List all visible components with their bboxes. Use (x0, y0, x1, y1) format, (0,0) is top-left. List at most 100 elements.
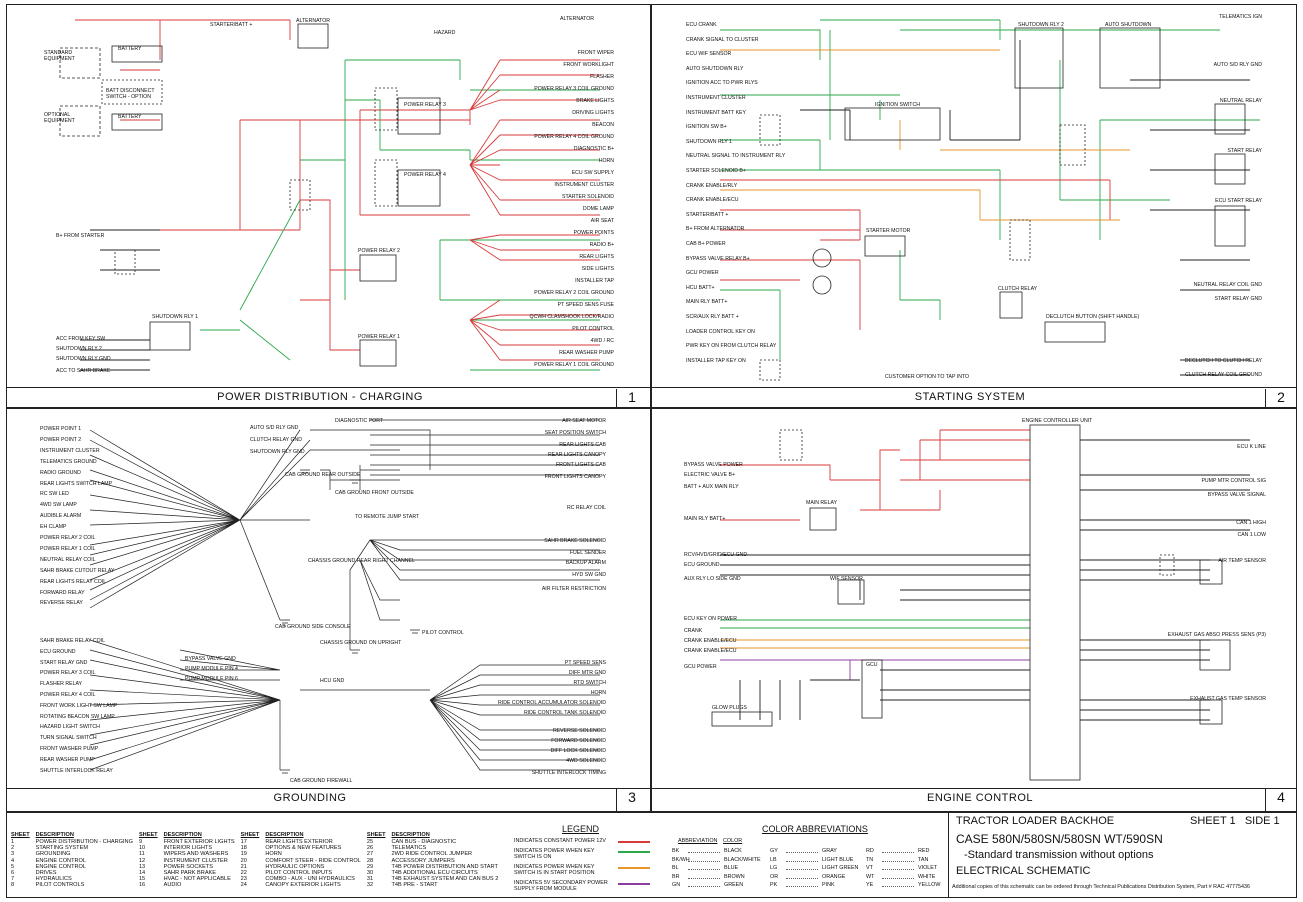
description-col-header: DESCRIPTION (391, 832, 430, 838)
q2-left-label-5: INSTRUMENT CLUSTER (686, 95, 746, 101)
sheet-number: 20 (240, 857, 247, 864)
quadrant-title-1: POWER DISTRIBUTION - CHARGING (217, 391, 423, 403)
sheet-description: INSTRUMENT CLUSTER (163, 857, 228, 864)
sheet-number: 4 (11, 857, 15, 864)
color-abbreviation: GY (770, 848, 778, 854)
sheet-description: POWER DISTRIBUTION - CHARGING (35, 839, 133, 845)
q3-right-label-5: FRONT LIGHTS CANOPY (544, 474, 606, 480)
sheet-number: 32 (366, 882, 374, 889)
sheet-number: 14 (138, 870, 146, 877)
legend-swatch-line (618, 867, 650, 869)
q1-right-label-9: HORN (598, 158, 614, 164)
sheet-description: COMFORT STEER - RIDE CONTROL (265, 857, 361, 864)
legend-text: INDICATES CONSTANT POWER 12V (514, 838, 606, 844)
quadrant-frame-4 (651, 408, 1297, 812)
quadrant-title-2: STARTING SYSTEM (914, 391, 1026, 403)
dotted-leader (688, 860, 720, 862)
sheet-number: 8 (11, 882, 15, 889)
q4-left-label-11: GCU POWER (684, 664, 717, 670)
q3-wires (89, 419, 600, 771)
q2-right-label-1: AUTO S/D RLY GND (1213, 62, 1262, 68)
sheet-number: 22 (240, 870, 247, 877)
q3-left-label-14: REAR LIGHTS RELAY COIL (40, 578, 107, 585)
q2-comp-shutdown-rly-2: SHUTDOWN RLY 2 (1018, 22, 1064, 28)
q1-components (59, 23, 441, 367)
title-line-3: -Standard transmission without options (964, 849, 1154, 861)
q3-right-label-11: AIR FILTER RESTRICTION (541, 586, 606, 592)
q3-right-label-18: REVERSE SOLENOID (552, 728, 606, 734)
q3-right-label-14: RTD SWITCH (573, 680, 606, 686)
q1-right-label-24: 4WD / RC (590, 338, 614, 344)
sheet-description: PILOT CONTROL INPUTS (265, 870, 333, 877)
q1-right-label-10: ECU SW SUPPLY (571, 170, 614, 176)
sheet-description: HYDRAULICS (35, 876, 72, 883)
color-abbreviation: TN (866, 856, 874, 863)
color-abbreviation: LB (770, 856, 777, 863)
q2-left-label-6: INSTRUMENT BATT KEY (686, 109, 746, 116)
sheet-description: T4B POWER DISTRIBUTION AND START (391, 863, 498, 870)
q3-right-label-12: PT SPEED SENS (564, 660, 606, 666)
legend-text: INDICATES POWER WHEN KEY SWITCH IS ON (514, 848, 595, 860)
q4-right-label-5: AIR TEMP SENSOR (1218, 558, 1266, 564)
color-name: TAN (918, 856, 929, 863)
sheet-description: STARTING SYSTEM (35, 845, 88, 852)
sheet-description: DRIVES (35, 870, 57, 877)
q1-right-label-0: FRONT WIPER (577, 50, 614, 56)
sheet-description: SAHR PARK BRAKE (163, 870, 217, 877)
q2-left-label-2: ECU WIF SENSOR (686, 51, 732, 58)
quadrant-number-4: 4 (1265, 789, 1296, 812)
bottom-info-frame (6, 812, 1297, 898)
q2-wires (720, 19, 1260, 376)
legend-text: INDICATES 5V SECONDARY POWER SUPPLY FROM… (514, 880, 608, 892)
q1-right-label-19: INSTALLER TAP (575, 278, 614, 284)
q3-left-label-20: POWER RELAY 3 COIL (40, 670, 96, 677)
title-bar-2 (651, 387, 1297, 409)
color-name: BLACK (724, 848, 742, 854)
q1-right-label-6: BEACON (592, 122, 614, 128)
q4-left-label-1: ELECTRIC VALVE B+ (684, 472, 735, 478)
q2-left-label-7: IGNITION SW B+ (686, 124, 727, 131)
color-name: VIOLET (918, 865, 938, 871)
q1-relay-3: POWER RELAY 3 (404, 102, 446, 108)
q2-left-label-23: INSTALLER TAP KEY ON (686, 357, 746, 364)
q3-right-label-17: RIDE CONTROL TANK SOLENOID (523, 710, 606, 716)
q3-right-label-16: RIDE CONTROL ACCUMULATOR SOLENOID (498, 700, 606, 706)
sheet-col-header: SHEET (240, 832, 260, 838)
color-name: BLUE (724, 865, 739, 871)
quadrant-title-3: GROUNDING (273, 792, 347, 804)
q3-left-label-12: NEUTRAL RELAY COIL (40, 556, 96, 563)
q3-left-label-27: FRONT WASHER PUMP (40, 746, 99, 752)
q1-right-label-23: PILOT CONTROL (572, 326, 614, 332)
q3-mid-label-14: CAB GROUND FIREWALL (290, 778, 353, 784)
wiring-diagram (59, 19, 1260, 781)
dotted-leader (688, 877, 720, 879)
sheet-description: 2WD RIDE CONTROL JUMPER (391, 851, 473, 858)
sheet-number: 26 (366, 845, 374, 852)
q1-right-label-22: QCWH CLAMSHOOK LOCK/RADIO (529, 314, 614, 320)
sheet-description: HYDRAULIC OPTIONS (265, 863, 325, 870)
color-name: WHITE (918, 873, 936, 880)
sheet-description: T4B EXHAUST SYSTEM AND CAN BUS 2 (391, 876, 499, 883)
sheet-number: 30 (366, 870, 374, 877)
q3-mid-label-6: TO REMOTE JUMP START (355, 514, 420, 520)
dotted-leader (882, 886, 914, 887)
q1-right-label-21: PT SPEED SENS FUSE (557, 302, 614, 308)
q2-left-label-3: AUTO SHUTDOWN RLY (686, 65, 744, 72)
q1-relay-4: POWER RELAY 4 (404, 172, 446, 178)
q2-left-label-13: STARTER/BATT + (686, 211, 729, 218)
title-sheet-side: SHEET 1 SIDE 1 (1190, 815, 1280, 827)
q3-right-label-22: SHUTTLE INTERLOCK TIMING (531, 770, 606, 776)
q3-left-label-16: REVERSE RELAY (40, 600, 83, 607)
q2-left-label-20: SCR/AUX RLY BATT + (686, 314, 739, 320)
q2-left-label-16: BYPASS VALVE RELAY B+ (686, 255, 750, 262)
q3-left-label-24: ROTATING BEACON SW LAMP (40, 713, 115, 720)
q4-comp-glow-plugs: GLOW PLUGS (712, 705, 747, 711)
sheet-number: 28 (366, 857, 374, 864)
q4-left-label-2: BATT + AUX MAIN RLY (684, 484, 739, 490)
